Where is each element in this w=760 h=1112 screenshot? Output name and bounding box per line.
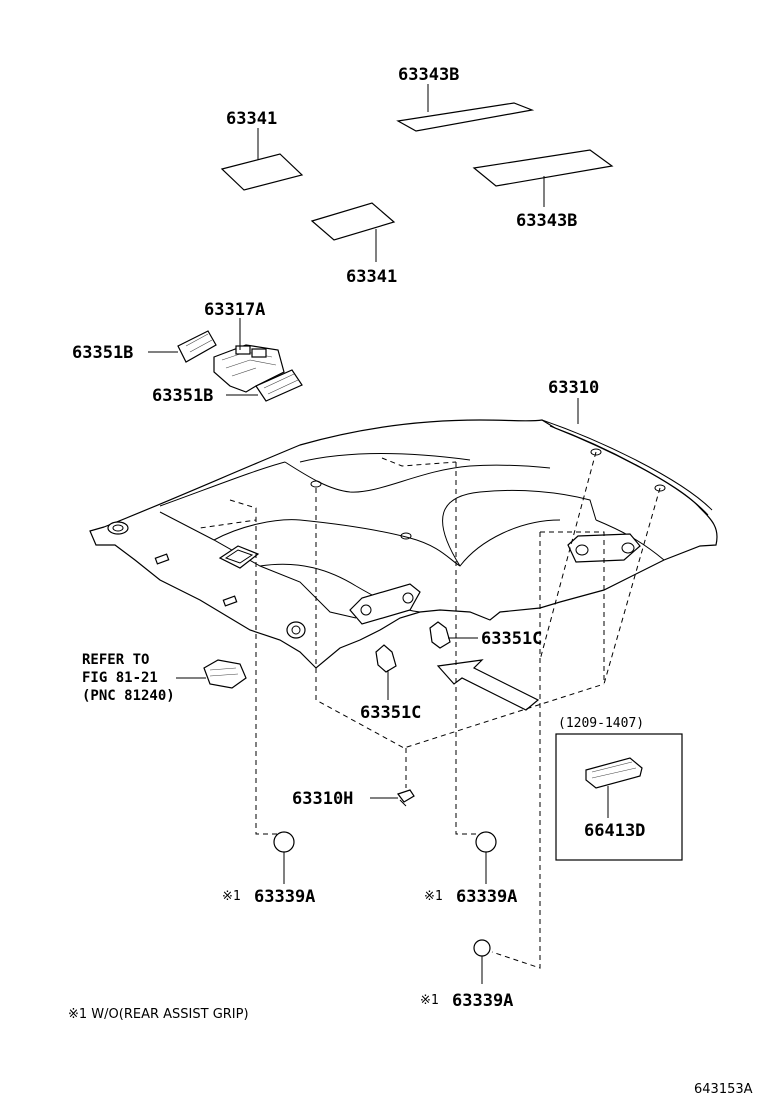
label-63343b-mid: 63343B — [516, 211, 577, 231]
label-63341-top: 63341 — [226, 109, 277, 129]
headliner-63310[interactable] — [89, 398, 718, 669]
pad-63341-mid[interactable] — [310, 202, 396, 262]
label-63351c-right: 63351C — [481, 629, 542, 649]
note-mark-1: ※1 — [222, 889, 241, 904]
footnote: ※1 W/O(REAR ASSIST GRIP) — [68, 1007, 249, 1022]
pad-63351b-a[interactable] — [148, 330, 217, 363]
label-63351b-b: 63351B — [152, 386, 213, 406]
clip-63351c-left[interactable] — [375, 644, 397, 700]
label-63310: 63310 — [548, 378, 599, 398]
refer-line-2: FIG 81-21 — [82, 670, 158, 686]
pad-63343b-top[interactable] — [396, 84, 535, 132]
label-63341-mid: 63341 — [346, 267, 397, 287]
clip-63351c-right[interactable] — [429, 621, 478, 649]
label-63339a-bottom: 63339A — [452, 991, 513, 1011]
part-66413d[interactable] — [585, 757, 643, 818]
label-63343b-top: 63343B — [398, 65, 459, 85]
label-63317a: 63317A — [204, 300, 265, 320]
label-66413d: 66413D — [584, 821, 645, 841]
figure-id: 643153A — [694, 1082, 753, 1097]
note-mark-2: ※1 — [424, 889, 443, 904]
label-63310h: 63310H — [292, 789, 353, 809]
label-63339a-left: 63339A — [254, 887, 315, 907]
refer-line-1: REFER TO — [82, 652, 149, 668]
label-63339a-mid: 63339A — [456, 887, 517, 907]
label-63351c-left: 63351C — [360, 703, 421, 723]
inset-box — [555, 733, 683, 861]
cap-63339a-left[interactable] — [273, 831, 295, 884]
pad-63341-top[interactable] — [220, 128, 304, 191]
cap-63339a-mid[interactable] — [475, 831, 497, 884]
label-63351b-a: 63351B — [72, 343, 133, 363]
cap-63339a-bottom[interactable] — [473, 939, 491, 984]
pad-63343b-mid[interactable] — [472, 149, 614, 207]
view-arrow-icon — [436, 659, 540, 711]
dome-light-ref[interactable] — [176, 659, 247, 689]
projection-lines — [255, 451, 661, 969]
note-mark-3: ※1 — [420, 993, 439, 1008]
refer-line-3: (PNC 81240) — [82, 688, 175, 704]
inset-date-range: (1209-1407) — [558, 716, 644, 731]
pad-63351b-b[interactable] — [226, 369, 303, 402]
screw-63310h[interactable] — [370, 789, 415, 807]
console-63317a[interactable] — [213, 318, 285, 393]
